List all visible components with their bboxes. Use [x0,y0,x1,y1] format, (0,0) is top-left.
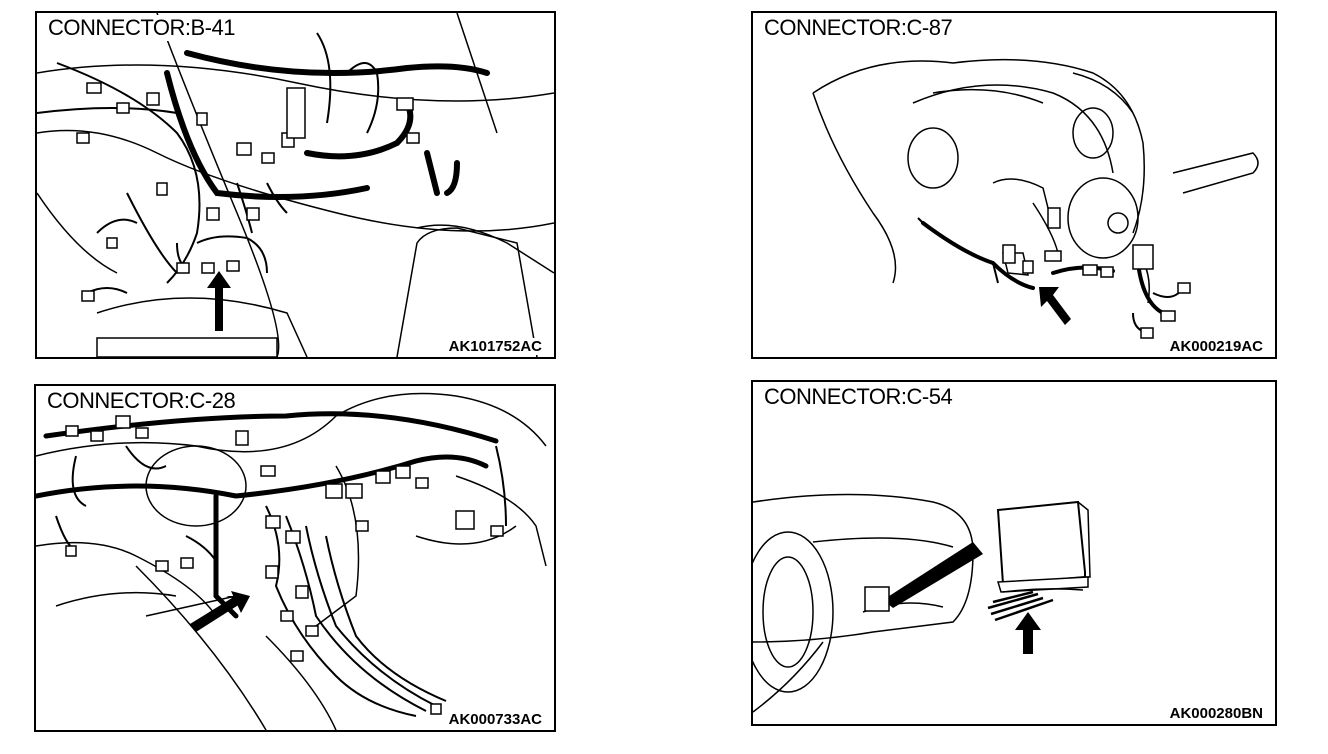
c54-connector-title: CONNECTOR:C-54 [761,384,956,410]
c54-control-unit [996,500,1091,593]
panel-connector-b41: CONNECTOR:B-41 AK101752AC [35,11,556,359]
c54-control-unit-illustration [753,493,1091,713]
c54-connector-location-box [864,586,890,612]
b41-wiring-illustration [37,13,554,357]
c28-dashboard-wiring-illustration [36,392,547,730]
b41-locator-arrow [207,271,231,331]
b41-connector-title: CONNECTOR:B-41 [45,15,238,41]
c87-figure-code: AK000219AC [1167,338,1265,355]
panel-connector-c54: CONNECTOR:C-54 AK000280BN [751,380,1277,726]
c87-steering-column-illustration [812,58,1259,339]
c87-connector-title: CONNECTOR:C-87 [761,15,956,41]
c28-locator-arrow [190,591,250,632]
panel-connector-c28: CONNECTOR:C-28 AK000733AC [34,384,556,732]
c28-connector-title: CONNECTOR:C-28 [44,388,239,414]
c87-locator-arrow [1039,287,1071,325]
c28-figure-code: AK000733AC [446,711,544,728]
panel-connector-c87: CONNECTOR:C-87 AK000219AC [751,11,1277,359]
c54-locator-arrow [1015,612,1041,654]
c54-callout-pointer [883,542,983,608]
c54-figure-code: AK000280BN [1167,705,1265,722]
b41-figure-code: AK101752AC [446,338,544,355]
